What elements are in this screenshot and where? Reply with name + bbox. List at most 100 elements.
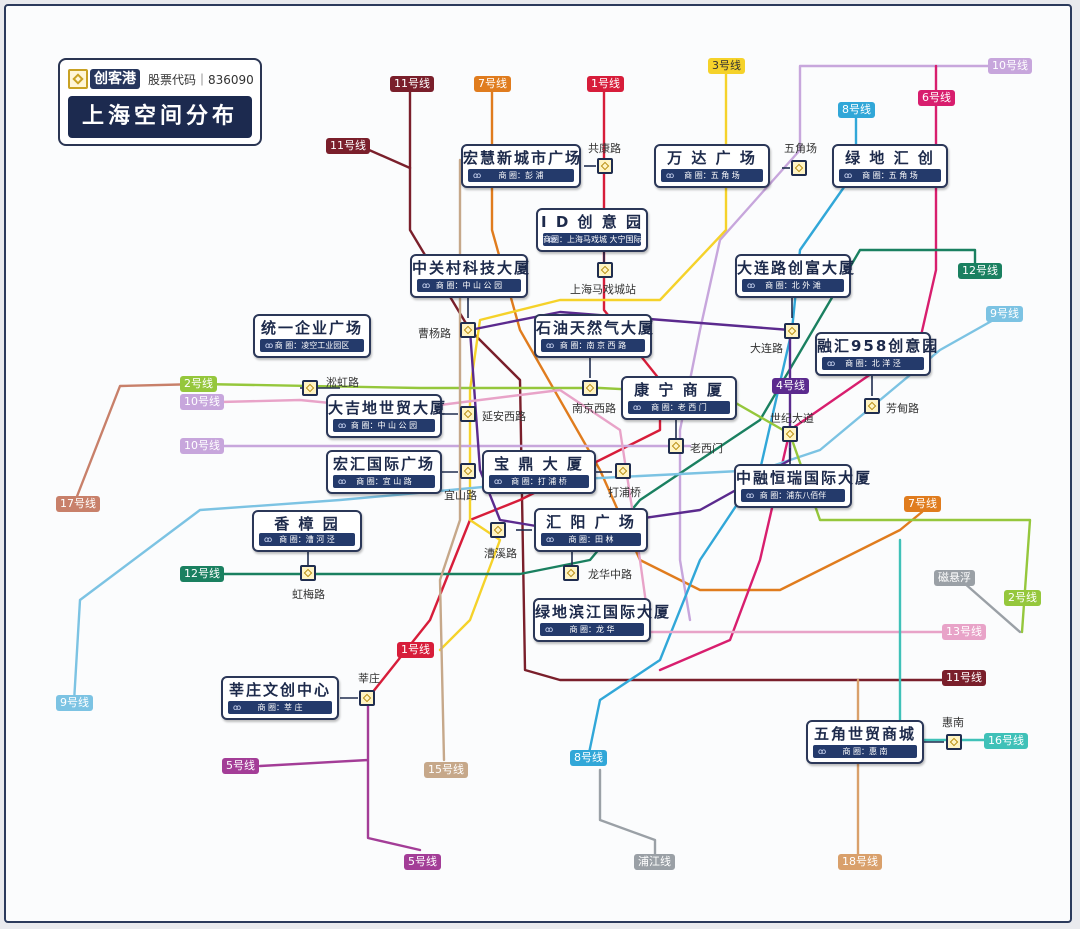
transfer-station-icon[interactable]	[460, 322, 476, 338]
building-name: 石油天然气大厦	[536, 319, 656, 337]
building-name: 莘庄文创中心	[228, 681, 331, 699]
transfer-station-icon[interactable]	[300, 565, 316, 581]
route-line-15	[438, 158, 462, 762]
building-name: 统一企业广场	[260, 319, 363, 337]
business-area: 商 圈：惠 南	[813, 745, 917, 758]
line-badge: 12号线	[958, 263, 1002, 279]
building-card[interactable]: 康 宁 商 厦 商 圈：老 西 门	[621, 376, 737, 420]
line-badge: 11号线	[326, 138, 370, 154]
transfer-station-icon[interactable]	[597, 262, 613, 278]
transfer-station-icon[interactable]	[490, 522, 506, 538]
transfer-station-icon[interactable]	[597, 158, 613, 174]
building-name: 大吉地世贸大厦	[328, 399, 448, 417]
station-label: 曹杨路	[418, 327, 451, 340]
building-name: 汇 阳 广 场	[546, 513, 636, 531]
route-line-17	[72, 382, 202, 506]
station-label: 共康路	[588, 142, 621, 155]
line-badge: 8号线	[838, 102, 875, 118]
transfer-station-icon[interactable]	[615, 463, 631, 479]
line-badge: 5号线	[404, 854, 441, 870]
building-card[interactable]: 宏慧新城市广场 商 圈：彭 浦	[461, 144, 581, 188]
building-name: I D 创 意 园	[541, 213, 643, 231]
route-line-11	[408, 90, 962, 682]
business-area: 商 圈：南 京 西 路	[541, 339, 645, 352]
business-area: 商 圈：凌空工业园区	[260, 339, 364, 352]
route-line-3	[438, 72, 728, 652]
brand-card: 创客港 股票代码｜836090 上海空间分布	[58, 58, 262, 146]
line-badge: 3号线	[708, 58, 745, 74]
route-line-pujiang	[598, 768, 657, 860]
building-card[interactable]: 大吉地世贸大厦 商 圈：中 山 公 园	[326, 394, 448, 438]
transfer-station-icon[interactable]	[563, 565, 579, 581]
building-card[interactable]: 大连路创富大厦 商 圈：北 外 滩	[735, 254, 857, 298]
building-name: 宝 鼎 大 厦	[494, 455, 584, 473]
transfer-station-icon[interactable]	[359, 690, 375, 706]
stock-code: 股票代码｜836090	[148, 73, 254, 87]
business-area: 商 圈：彭 浦	[468, 169, 574, 182]
creative-hub-logo-icon	[68, 69, 88, 89]
building-name: 中融恒瑞国际大厦	[736, 469, 873, 487]
building-card[interactable]: 五角世贸商城 商 圈：惠 南	[806, 720, 924, 764]
transfer-station-icon[interactable]	[784, 323, 800, 339]
building-card[interactable]: 中关村科技大厦 商 圈：中 山 公 园	[410, 254, 529, 298]
building-card[interactable]: 汇 阳 广 场 商 圈：田 林	[534, 508, 648, 552]
transfer-station-icon[interactable]	[946, 734, 962, 750]
station-label: 宜山路	[444, 489, 477, 502]
business-area: 商 圈：田 林	[541, 533, 641, 546]
transfer-station-icon[interactable]	[864, 398, 880, 414]
building-card[interactable]: 石油天然气大厦 商 圈：南 京 西 路	[534, 314, 656, 358]
building-card[interactable]: 万 达 广 场 商 圈：五 角 场	[654, 144, 770, 188]
transfer-station-icon[interactable]	[302, 380, 318, 396]
building-card[interactable]: 统一企业广场 商 圈：凌空工业园区	[253, 314, 371, 358]
building-card[interactable]: 中融恒瑞国际大厦 商 圈：浦东八佰伴	[734, 464, 873, 508]
building-name: 万 达 广 场	[667, 149, 757, 167]
line-badge: 浦江线	[634, 854, 675, 870]
route-line-2	[198, 382, 1032, 634]
route-line-5	[258, 698, 422, 852]
line-badge: 17号线	[56, 496, 100, 512]
line-badge: 15号线	[424, 762, 468, 778]
station-label: 漕溪路	[484, 547, 517, 560]
station-label: 延安西路	[482, 410, 526, 423]
line-badge: 16号线	[984, 733, 1028, 749]
building-name: 大连路创富大厦	[737, 259, 857, 277]
station-label: 龙华中路	[588, 568, 632, 581]
line-badge: 10号线	[180, 394, 224, 410]
building-card[interactable]: 宝 鼎 大 厦 商 圈：打 浦 桥	[482, 450, 596, 494]
line-badge: 6号线	[918, 90, 955, 106]
station-label: 芳甸路	[886, 402, 919, 415]
transfer-station-icon[interactable]	[460, 406, 476, 422]
building-card[interactable]: 绿地滨江国际大厦 商 圈：龙 华	[533, 598, 672, 642]
transfer-station-icon[interactable]	[460, 463, 476, 479]
station-label: 虹梅路	[292, 588, 325, 601]
building-name: 香 樟 园	[274, 515, 340, 533]
building-card[interactable]: 莘庄文创中心 商 圈：莘 庄	[221, 676, 339, 720]
building-name: 五角世贸商城	[813, 725, 916, 743]
business-area: 商 圈：五 角 场	[661, 169, 763, 182]
business-area: 商 圈：中 山 公 园	[333, 419, 435, 432]
business-area: 商 圈：中 山 公 园	[417, 279, 521, 292]
building-card[interactable]: 融汇958创意园 商 圈：北 洋 泾	[815, 332, 937, 376]
building-card[interactable]: 香 樟 园 商 圈：漕 河 泾	[252, 510, 362, 552]
transfer-station-icon[interactable]	[791, 160, 807, 176]
line-badge: 9号线	[56, 695, 93, 711]
line-badge: 18号线	[838, 854, 882, 870]
transfer-station-icon[interactable]	[668, 438, 684, 454]
business-area: 商 圈：浦东八佰伴	[741, 489, 845, 502]
business-area: 商 圈：老 西 门	[628, 401, 730, 414]
transfer-station-icon[interactable]	[782, 426, 798, 442]
line-badge: 2号线	[1004, 590, 1041, 606]
station-label: 老西门	[690, 442, 723, 455]
transfer-station-icon[interactable]	[582, 380, 598, 396]
line-badge: 9号线	[986, 306, 1023, 322]
building-name: 绿地滨江国际大厦	[535, 603, 672, 621]
business-area: 商 圈：北 洋 泾	[822, 357, 924, 370]
station-label: 惠南	[942, 716, 964, 729]
building-card[interactable]: I D 创 意 园 商圈：上海马戏城 大宁国际	[536, 208, 648, 252]
station-label: 淞虹路	[326, 376, 359, 389]
line-badge: 11号线	[390, 76, 434, 92]
building-card[interactable]: 宏汇国际广场 商 圈：宜 山 路	[326, 450, 442, 494]
building-name: 宏汇国际广场	[332, 455, 435, 473]
building-card[interactable]: 绿 地 汇 创 商 圈：五 角 场	[832, 144, 948, 188]
page-title: 上海空间分布	[68, 96, 252, 138]
